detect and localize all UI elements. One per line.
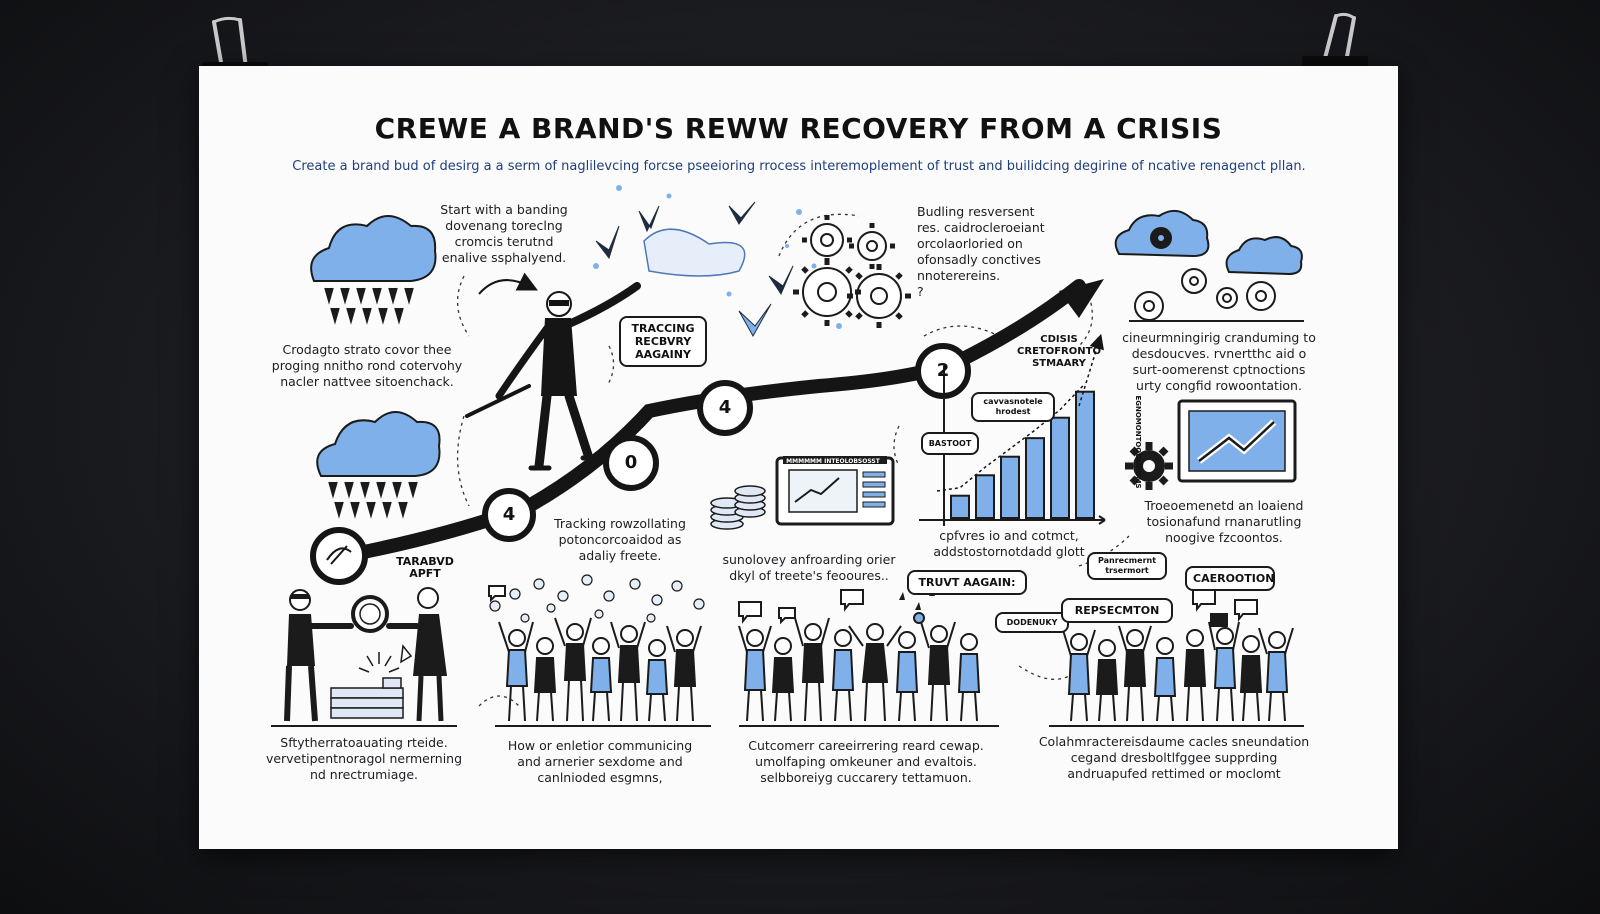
bubble-trust-again: TRUVT AAGAIN: — [907, 570, 1027, 595]
label-tarabvd: TARABVD APFT — [396, 555, 454, 580]
rain-cloud-icon-top — [310, 215, 437, 325]
note-left-cloud: Crodagto strato covor thee proging nnith… — [271, 342, 463, 389]
illustration-layer — [271, 185, 1304, 727]
note-building: Budling resversent res. caidrocleroeiant… — [917, 204, 1045, 299]
note-right-mid: Troeoemenetd an loaiend tosionafund rnan… — [1144, 498, 1304, 545]
gear-icon-right — [1125, 442, 1173, 490]
milestone-number-4: 2 — [936, 360, 950, 381]
caption-bottom-2: How or enletior communicing and arnerier… — [507, 738, 693, 785]
label-crisis: CDISIS CRETOFRONTO STMAARY — [1017, 334, 1101, 369]
poster-subtitle: Create a brand bud of desirg a a serm of… — [292, 159, 1306, 174]
rain-cloud-icon-bottom — [316, 411, 441, 519]
caption-bottom-1: Sftytherratoauating rteide. vervetipentn… — [265, 735, 463, 782]
label-chart-axis: EGNOMONTOOOOROMS — [1134, 395, 1142, 489]
crowd-celebrating-icon-1 — [488, 574, 705, 722]
chart-bar-5 — [1050, 416, 1070, 520]
handshake-people-icon — [284, 587, 447, 722]
label-monitor: MMMMMM INTEOLOBSOSST — [786, 458, 880, 465]
bubble-caerootion: CAEROOTION — [1185, 566, 1275, 591]
note-tracking: Tracking rowzollating potoncorcoaidod as… — [554, 516, 686, 563]
bubble-dodenuky: DODENUKY — [995, 612, 1069, 633]
poster-sheet: CREWE A BRAND'S REWW RECOVERY FROM A CRI… — [199, 66, 1398, 849]
caption-bottom-3: Cutcomerr careeirrering reard cewap. umo… — [748, 738, 984, 785]
chart-bar-2 — [975, 474, 995, 519]
milestone-number-1: 4 — [502, 504, 516, 525]
gears-icon-center — [793, 215, 911, 328]
bubble-repsecmton: REPSECMTON — [1061, 598, 1173, 623]
bubble-tracking-recovery: TRACCING RECBVRY AAGAINY — [619, 316, 707, 367]
crowd-celebrating-icon-3 — [1062, 589, 1294, 722]
person-walking-icon — [465, 282, 641, 471]
coins-stack-icon — [710, 485, 766, 530]
poster-title: CREWE A BRAND'S REWW RECOVERY FROM A CRI… — [374, 112, 1223, 145]
trend-monitor-icon — [1177, 399, 1297, 483]
chart-bar-1 — [950, 494, 970, 520]
crowd-celebrating-icon-2 — [738, 588, 981, 722]
caption-bottom-4: Colahmractereisdaume cacles sneundation … — [1038, 734, 1310, 781]
milestone-number-2: 0 — [624, 452, 638, 473]
milestone-number-3: 4 — [718, 397, 732, 418]
note-sunolovey: sunolovey anfroarding orier dkyl of tree… — [722, 552, 896, 583]
cloud-gear-icon-right — [1114, 209, 1304, 322]
note-start: Start with a banding dovenang toreclng c… — [440, 202, 568, 265]
chart-bars — [950, 390, 1095, 520]
recovery-arrow-head — [1059, 279, 1104, 318]
note-right-top: cineurmningirig cranduming to desdoucves… — [1122, 330, 1316, 393]
note-chart-caption: cpfvres io and cotmct, addstostornotdadd… — [933, 528, 1085, 559]
bubble-bastoot: BASTOOT — [921, 432, 979, 455]
chart-bar-4 — [1025, 437, 1045, 519]
chart-bar-3 — [1000, 455, 1020, 520]
cash-monitor-icon — [775, 456, 895, 526]
chart-bar-6 — [1075, 390, 1095, 520]
bubble-panrecment: Panrecmernt trsermort — [1087, 552, 1167, 580]
bubble-chart-note: cavvasnotele hrodest — [971, 392, 1055, 422]
chart-trend-line — [936, 383, 1086, 492]
